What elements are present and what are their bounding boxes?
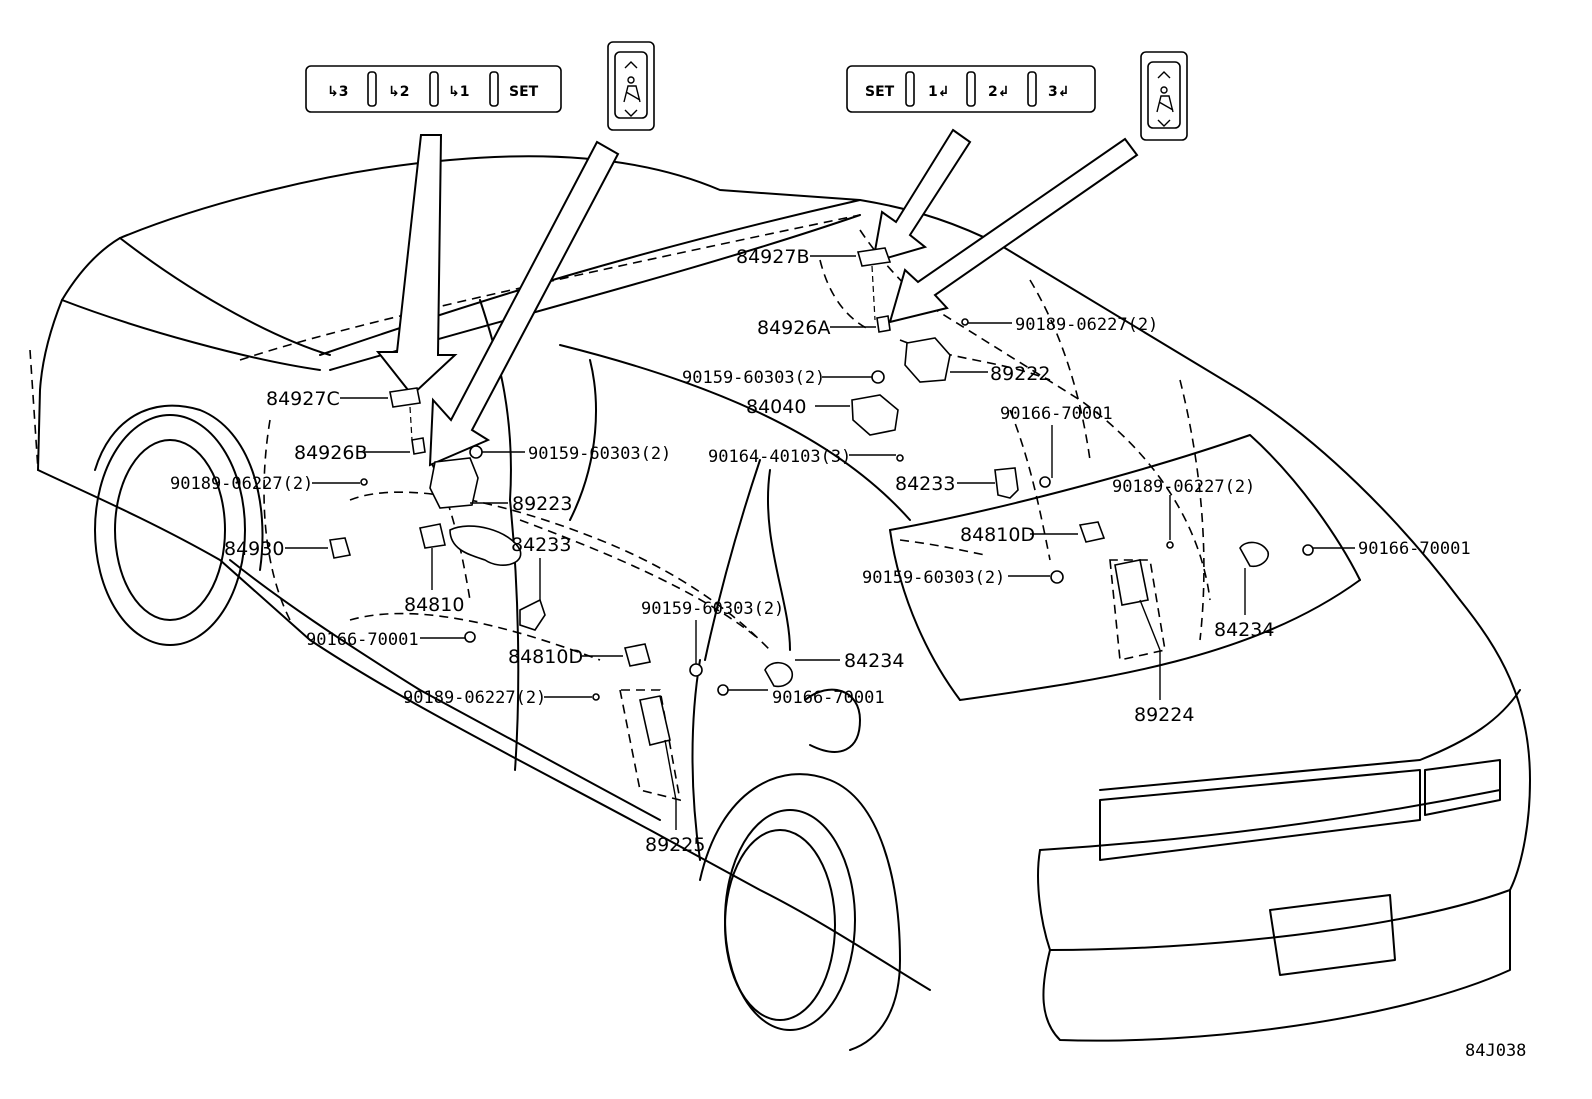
part-84930-switch	[329, 537, 352, 559]
part-84926A-switch	[876, 315, 891, 333]
label-90164-40103: 90164-40103(3)	[708, 447, 851, 467]
label-84234-left: 84234	[844, 650, 904, 672]
label-90189-06227-right-2: 90189-06227(2)	[1112, 477, 1255, 497]
part-labels: 84927B 84926A 90189-06227(2) 90159-60303…	[170, 246, 1526, 1061]
part-84810D-left	[623, 643, 652, 667]
label-84040: 84040	[746, 396, 806, 418]
label-84233-left: 84233	[511, 534, 571, 556]
label-90166-70001-left-2: 90166-70001	[772, 688, 885, 708]
label-89224: 89224	[1134, 704, 1194, 726]
part-89225-belt	[639, 695, 671, 746]
part-84233-bracket	[994, 467, 1019, 499]
left-belt-switch	[607, 41, 655, 131]
label-90189-06227-left-1: 90189-06227(2)	[170, 474, 313, 494]
seatbelt-adjust-icon	[623, 61, 641, 117]
memory-set-button: SET	[865, 84, 895, 100]
right-memory-switch-panel: SET 1↲ 2↲ 3↲	[846, 65, 1096, 113]
label-90189-06227-left-2: 90189-06227(2)	[403, 688, 546, 708]
part-84234-right	[1239, 541, 1270, 568]
label-84930: 84930	[224, 538, 284, 560]
memory-button-2: 2↲	[988, 84, 1009, 100]
arrow-right-memory	[871, 128, 972, 264]
part-84810D-right	[1078, 521, 1106, 543]
part-84810-switch	[419, 523, 446, 549]
part-84233-bracket-left	[519, 598, 546, 631]
part-84040-switch	[851, 394, 899, 436]
label-84926A: 84926A	[757, 317, 830, 339]
part-89224-belt	[1114, 559, 1149, 606]
label-90159-60303-right-2: 90159-60303(2)	[862, 568, 1005, 588]
pointer-arrows	[375, 128, 1139, 467]
label-84810D-left: 84810D	[508, 646, 583, 668]
label-89225: 89225	[645, 834, 705, 856]
label-90166-70001-right-1: 90166-70001	[1000, 404, 1113, 424]
part-84927B-switch	[856, 247, 892, 267]
memory-set-button: SET	[509, 84, 539, 100]
part-84234-left	[764, 661, 794, 688]
left-memory-switch-panel: ↳3 ↳2 ↳1 SET	[305, 65, 562, 113]
arrow-left-memory	[375, 134, 458, 397]
memory-button-1: ↳1	[448, 84, 469, 100]
label-84927C: 84927C	[266, 388, 340, 410]
interior-dashed-lines	[29, 214, 1211, 802]
label-84810: 84810	[404, 594, 464, 616]
part-89223-sensor	[429, 457, 479, 509]
right-belt-switch	[1140, 51, 1188, 141]
memory-button-3: ↳3	[327, 84, 348, 100]
label-90166-70001-left-1: 90166-70001	[306, 630, 419, 650]
label-84926B: 84926B	[294, 442, 367, 464]
label-90159-60303-right-1: 90159-60303(2)	[682, 368, 825, 388]
label-84810D-right: 84810D	[960, 524, 1035, 546]
diagram-id: 84J038	[1465, 1041, 1526, 1061]
part-84926B-switch	[411, 437, 426, 455]
label-84233-right: 84233	[895, 473, 955, 495]
label-90159-60303-left-1: 90159-60303(2)	[528, 444, 671, 464]
label-84234-right: 84234	[1214, 619, 1274, 641]
label-89223: 89223	[512, 493, 572, 515]
seatbelt-adjust-icon	[1156, 71, 1174, 127]
door-handle	[449, 525, 522, 566]
label-90159-60303-left-2: 90159-60303(2)	[641, 599, 784, 619]
memory-button-1: 1↲	[928, 84, 949, 100]
memory-button-2: ↳2	[388, 84, 409, 100]
memory-button-3: 3↲	[1048, 84, 1069, 100]
arrow-left-belt	[428, 140, 620, 467]
label-84927B: 84927B	[736, 246, 809, 268]
arrow-right-belt	[888, 137, 1139, 324]
leader-lines	[285, 255, 1355, 830]
label-90189-06227-right-1: 90189-06227(2)	[1015, 315, 1158, 335]
label-90166-70001-right-2: 90166-70001	[1358, 539, 1471, 559]
label-89222: 89222	[990, 363, 1050, 385]
part-84927C-switch	[389, 387, 421, 408]
part-89222-sensor	[904, 337, 951, 383]
